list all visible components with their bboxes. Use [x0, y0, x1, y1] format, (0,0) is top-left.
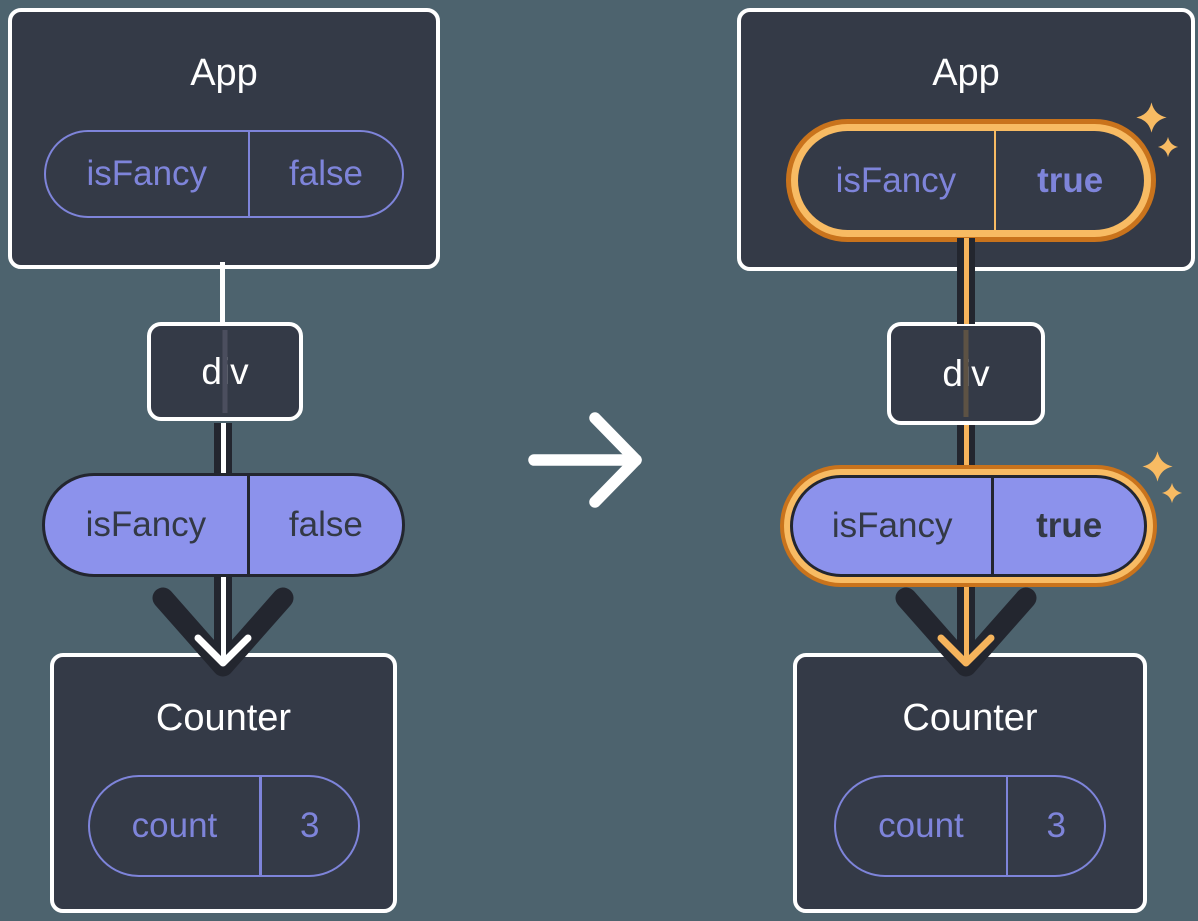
after-app-prop-name: isFancy — [835, 160, 957, 200]
after-prop-pill-highlight: isFancy true — [780, 465, 1157, 587]
pill-divider — [259, 777, 262, 875]
sparkle-icon — [1161, 482, 1183, 504]
before-counter-state-name: count — [131, 806, 218, 845]
before-prop-pill: isFancy false — [42, 473, 405, 577]
before-prop-name: isFancy — [85, 505, 207, 544]
before-app-card: App isFancy false — [8, 8, 440, 269]
before-app-prop-value: false — [289, 154, 363, 193]
before-counter-state-pill: count 3 — [87, 775, 360, 877]
after-app-title: App — [932, 52, 1000, 94]
after-counter-state-name: count — [878, 806, 964, 845]
after-counter-state-pill: count 3 — [834, 775, 1106, 877]
after-counter-card: Counter count 3 — [793, 653, 1147, 913]
before-counter-title: Counter — [155, 697, 292, 739]
before-app-title: App — [190, 52, 258, 94]
after-app-prop-pill-highlight: isFancy true — [786, 119, 1156, 242]
after-div-node: div — [887, 322, 1045, 425]
highlight-ring: isFancy true — [784, 469, 1153, 583]
after-prop-pill: isFancy true — [790, 475, 1147, 577]
pill-divider — [1005, 777, 1009, 875]
after-pipe-core-pill-counter — [963, 583, 969, 660]
before-prop-value: false — [288, 505, 363, 544]
after-prop-value: true — [1036, 506, 1103, 545]
after-counter-title: Counter — [902, 697, 1038, 739]
before-pipe-core-div-pill — [220, 423, 226, 477]
before-connector-app-div — [220, 262, 225, 326]
sparkle-icon — [1157, 136, 1179, 158]
after-app-prop-pill: isFancy true — [798, 131, 1144, 230]
after-arrowhead-core-icon — [937, 634, 995, 667]
after-prop-name: isFancy — [831, 506, 953, 545]
transition-arrow-icon — [528, 412, 642, 508]
before-pipe-core-pill-counter — [220, 573, 226, 660]
pill-divider — [246, 476, 250, 574]
after-app-card: App isFancy true — [737, 8, 1195, 271]
before-arrowhead-core-icon — [194, 634, 252, 667]
highlight-ring: isFancy true — [791, 124, 1151, 237]
sparkle-icon — [1135, 101, 1168, 134]
after-pipe-behind-div — [963, 330, 969, 417]
after-pipe-core-app-div — [963, 238, 969, 324]
before-counter-card: Counter count 3 — [50, 653, 397, 913]
pill-divider — [991, 478, 995, 574]
after-app-prop-value: true — [1037, 160, 1104, 200]
pill-divider — [247, 132, 250, 216]
before-div-node: div — [147, 322, 303, 421]
after-counter-state-value: 3 — [1046, 806, 1066, 845]
before-app-prop-pill: isFancy false — [44, 130, 404, 218]
before-counter-state-value: 3 — [299, 806, 320, 845]
sparkle-icon — [1141, 450, 1174, 483]
after-pipe-core-div-pill — [963, 425, 969, 473]
pill-divider — [993, 131, 997, 230]
before-pipe-behind-div — [222, 330, 228, 413]
before-app-prop-name: isFancy — [86, 154, 208, 193]
